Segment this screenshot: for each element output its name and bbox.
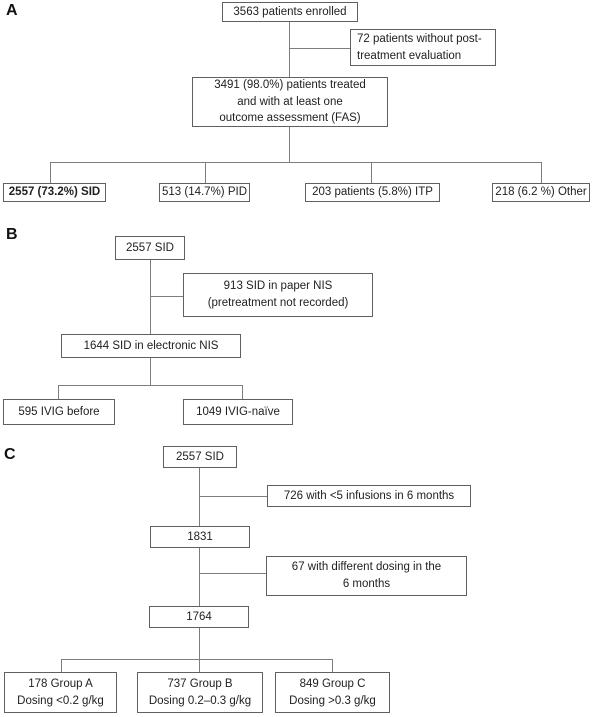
connector-a-horizontal-1 bbox=[289, 48, 350, 49]
connector-a-stub-itp bbox=[371, 162, 372, 183]
connector-a-stub-sid bbox=[50, 162, 51, 183]
connector-a-distributor bbox=[50, 162, 542, 163]
box-electronic-nis: 1644 SID in electronic NIS bbox=[61, 334, 241, 358]
box-b-sid-total: 2557 SID bbox=[115, 236, 185, 260]
connector-b-horizontal-1 bbox=[150, 296, 183, 297]
box-sid: 2557 (73.2%) SID bbox=[3, 183, 106, 202]
fas-line-2: and with at least one bbox=[237, 95, 343, 108]
box-group-c: 849 Group C Dosing >0.3 g/kg bbox=[275, 672, 390, 713]
group-c-line-2: Dosing >0.3 g/kg bbox=[289, 694, 376, 707]
box-1764: 1764 bbox=[149, 606, 249, 628]
excluded-posttreatment-line-1: 72 patients without post- bbox=[357, 32, 482, 45]
connector-a-vertical-2 bbox=[289, 127, 290, 163]
group-a-line-1: 178 Group A bbox=[28, 677, 93, 690]
box-group-a: 178 Group A Dosing <0.2 g/kg bbox=[4, 672, 117, 713]
connector-c-stub-group-c bbox=[332, 659, 333, 672]
fas-line-1: 3491 (98.0%) patients treated bbox=[214, 79, 366, 91]
connector-c-stub-group-a bbox=[61, 659, 62, 672]
fas-line-3: outcome assessment (FAS) bbox=[219, 112, 361, 125]
box-pid: 513 (14.7%) PID bbox=[159, 183, 250, 202]
box-fas: 3491 (98.0%) patients treated and with a… bbox=[192, 77, 388, 127]
box-ivig-before: 595 IVIG before bbox=[3, 399, 115, 425]
box-itp: 203 patients (5.8%) ITP bbox=[305, 183, 440, 202]
connector-c-vertical-1 bbox=[199, 468, 200, 526]
connector-b-distributor bbox=[58, 385, 243, 386]
panel-a-label: A bbox=[6, 2, 18, 19]
excluded-dosing-line-2: 6 months bbox=[342, 578, 391, 590]
box-paper-nis: 913 SID in paper NIS (pretreatment not r… bbox=[183, 273, 373, 317]
connector-c-horizontal-2 bbox=[199, 573, 266, 574]
box-group-b: 737 Group B Dosing 0.2–0.3 g/kg bbox=[137, 672, 263, 713]
box-patients-enrolled: 3563 patients enrolled bbox=[222, 2, 358, 22]
group-a-line-2: Dosing <0.2 g/kg bbox=[17, 694, 104, 707]
connector-b-vertical-1 bbox=[150, 260, 151, 334]
box-c-sid-total: 2557 SID bbox=[163, 446, 237, 468]
connector-a-vertical-1 bbox=[289, 22, 290, 77]
connector-a-stub-pid bbox=[205, 162, 206, 183]
group-c-line-1: 849 Group C bbox=[299, 677, 366, 690]
excluded-posttreatment-line-2: treatment evaluation bbox=[357, 49, 462, 62]
connector-b-vertical-2 bbox=[150, 358, 151, 385]
group-b-line-2: Dosing 0.2–0.3 g/kg bbox=[148, 694, 252, 707]
connector-c-horizontal-1 bbox=[199, 496, 267, 497]
connector-c-vertical-2 bbox=[199, 548, 200, 606]
connector-b-stub-before bbox=[58, 385, 59, 399]
box-excluded-no-posttreatment: 72 patients without post- treatment eval… bbox=[350, 29, 496, 66]
box-1831: 1831 bbox=[150, 526, 250, 548]
connector-c-distributor bbox=[61, 659, 333, 660]
excluded-dosing-line-1: 67 with different dosing in the bbox=[291, 561, 442, 574]
connector-c-vertical-3 bbox=[199, 628, 200, 672]
panel-b-label: B bbox=[6, 226, 18, 243]
paper-nis-line-1: 913 SID in paper NIS bbox=[223, 280, 333, 293]
box-other: 218 (6.2 %) Other bbox=[492, 183, 590, 202]
group-b-line-1: 737 Group B bbox=[167, 677, 233, 690]
panel-c-label: C bbox=[4, 446, 16, 463]
box-excluded-dosing: 67 with different dosing in the 6 months bbox=[266, 556, 467, 596]
connector-b-stub-naive bbox=[242, 385, 243, 399]
connector-a-stub-other bbox=[541, 162, 542, 183]
box-ivig-naive: 1049 IVIG-naïve bbox=[183, 399, 293, 425]
paper-nis-line-2: (pretreatment not recorded) bbox=[207, 297, 349, 309]
box-excluded-infusions: 726 with <5 infusions in 6 months bbox=[267, 485, 471, 507]
